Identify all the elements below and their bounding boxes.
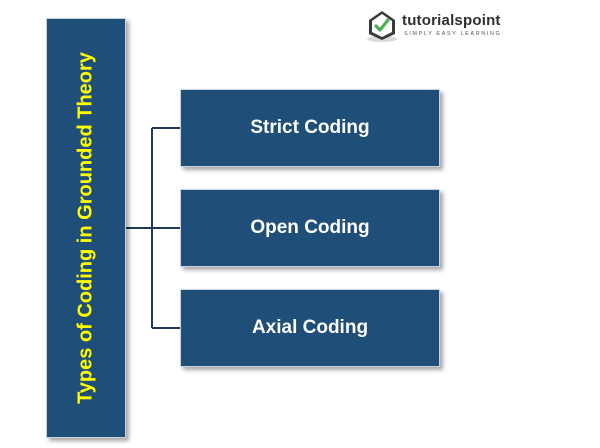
child-node-axial-coding: Axial Coding <box>180 289 440 367</box>
child-node-strict-coding: Strict Coding <box>180 89 440 167</box>
child-node-open-coding: Open Coding <box>180 189 440 267</box>
child-node-label: Strict Coding <box>250 117 370 138</box>
child-node-label: Axial Coding <box>251 317 369 338</box>
root-node: Types of Coding in Grounded Theory <box>46 18 126 438</box>
tutorialspoint-logo: tutorialspoint SIMPLY EASY LEARNING <box>364 6 534 46</box>
root-node-label: Types of Coding in Grounded Theory <box>74 52 97 404</box>
logo-tagline: SIMPLY EASY LEARNING <box>404 31 502 37</box>
child-node-label: Open Coding <box>250 217 370 238</box>
logo-name: tutorialspoint <box>402 12 501 29</box>
logo-mark-icon <box>367 11 397 42</box>
